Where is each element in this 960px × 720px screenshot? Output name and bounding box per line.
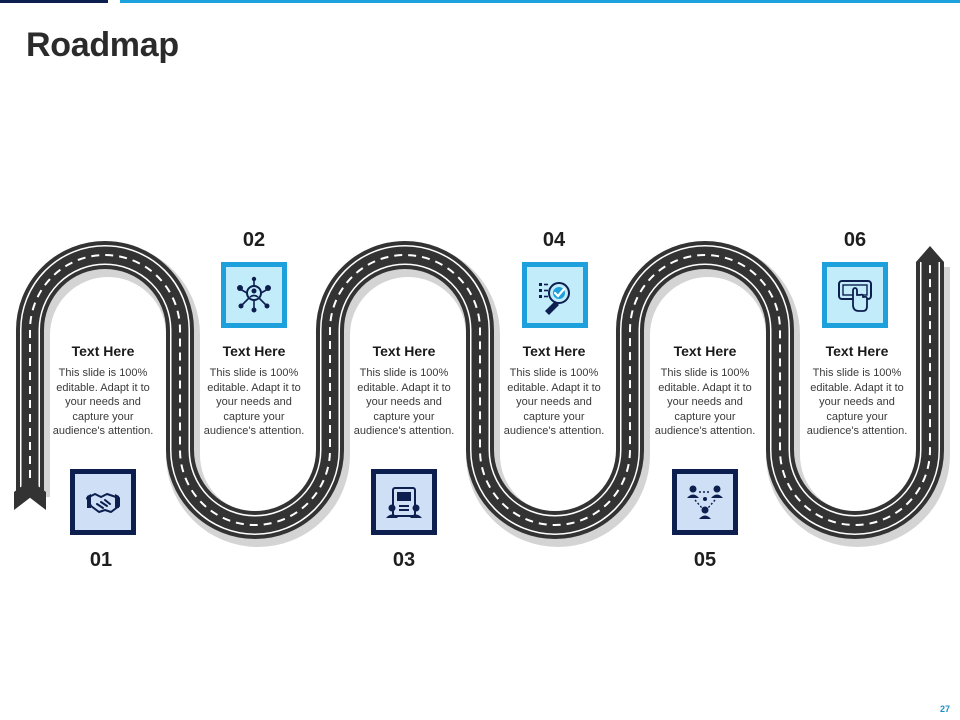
road-start-notch-edge (15, 497, 45, 511)
step-heading: Text Here (673, 343, 737, 359)
step-heading: Text Here (222, 343, 286, 359)
top-accent-bar-dark (0, 0, 108, 3)
step-heading: Text Here (71, 343, 135, 359)
touch-device-icon (838, 280, 872, 312)
step-description: This slide is 100% editable. Adapt it to… (52, 367, 154, 437)
road-start-notch (14, 480, 46, 510)
road-end-arrow (916, 246, 944, 262)
step-02-icon-box (221, 262, 287, 328)
step-description: This slide is 100% editable. Adapt it to… (503, 367, 605, 437)
step-block-05: Text Here This slide is 100% editable. A… (650, 340, 760, 439)
network-person-icon (237, 276, 271, 313)
step-heading: Text Here (522, 343, 586, 359)
step-block-01: Text Here This slide is 100% editable. A… (48, 340, 158, 439)
step-block-04: Text Here This slide is 100% editable. A… (499, 340, 609, 439)
step-block-03: Text Here This slide is 100% editable. A… (349, 340, 459, 439)
step-04-icon-box (522, 262, 588, 328)
step-05-icon-box (672, 469, 738, 535)
slide-title: Roadmap (26, 26, 179, 64)
step-heading: Text Here (825, 343, 889, 359)
step-description: This slide is 100% editable. Adapt it to… (203, 367, 305, 437)
step-number-01: 01 (89, 549, 113, 571)
team-triangle-icon (687, 485, 723, 519)
top-accent-bar-light (120, 0, 960, 3)
step-description: This slide is 100% editable. Adapt it to… (654, 367, 756, 437)
step-block-06: Text Here This slide is 100% editable. A… (802, 340, 912, 439)
step-number-03: 03 (392, 549, 416, 571)
step-number-05: 05 (693, 549, 717, 571)
step-03-icon-box (371, 469, 437, 535)
step-number-04: 04 (542, 229, 566, 251)
handshake-icon (86, 493, 120, 513)
step-01-icon-box (70, 469, 136, 535)
step-heading: Text Here (372, 343, 436, 359)
step-06-icon-box (822, 262, 888, 328)
step-description: This slide is 100% editable. Adapt it to… (353, 367, 455, 437)
step-description: This slide is 100% editable. Adapt it to… (806, 367, 908, 437)
online-meeting-icon (386, 487, 422, 518)
step-number-06: 06 (843, 229, 867, 251)
step-block-02: Text Here This slide is 100% editable. A… (199, 340, 309, 439)
page-number: 27 (939, 704, 950, 714)
step-number-02: 02 (242, 229, 266, 251)
target-checklist-icon (539, 282, 570, 315)
